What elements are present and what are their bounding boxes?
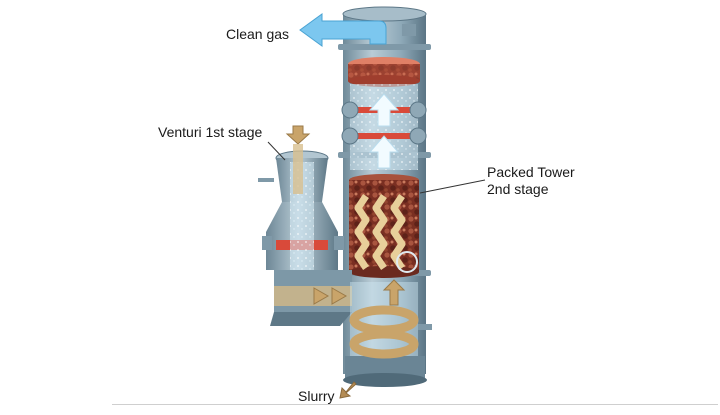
second-stage-label: 2nd stage xyxy=(487,181,549,197)
clean-gas-arrow xyxy=(299,13,387,47)
bottom-divider xyxy=(112,404,718,405)
connecting-duct xyxy=(270,270,352,326)
venturi-label: Venturi 1st stage xyxy=(158,124,263,140)
rising-gas-arrows xyxy=(368,93,400,169)
venturi-stage xyxy=(258,150,344,272)
clean-gas-label: Clean gas xyxy=(226,26,290,42)
slurry-label: Slurry xyxy=(298,388,335,404)
packed-bed xyxy=(349,174,419,278)
slurry-arrow xyxy=(339,381,357,399)
outlet-nozzle xyxy=(402,24,416,36)
packed-tower-leader-line xyxy=(419,179,486,194)
venturi-leader-line xyxy=(267,141,286,161)
dirty-gas-inlet-arrow xyxy=(285,125,311,194)
mist-eliminator xyxy=(348,57,420,87)
sump-swirl xyxy=(349,279,432,370)
packed-tower-label: Packed Tower xyxy=(487,164,575,180)
